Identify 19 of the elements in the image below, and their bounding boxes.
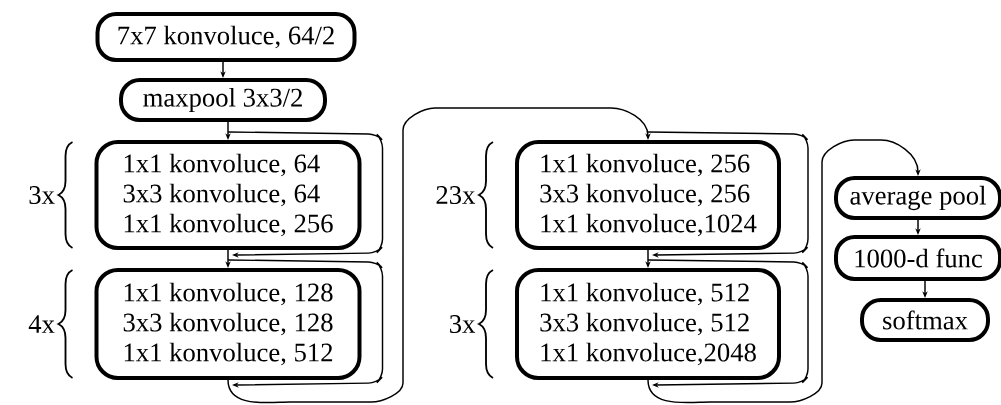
process-box: softmax [860, 298, 990, 342]
process-box: average pool [834, 176, 1001, 220]
process-box: 1x1 konvoluce, 256 3x3 konvoluce, 256 1x1 konvoluce,1024 [515, 140, 781, 250]
repeat-label: 3x [29, 186, 55, 204]
process-box: 7x7 konvoluce, 64/2 [95, 12, 357, 62]
arrow [647, 131, 809, 258]
process-box: maxpool 3x3/2 [119, 78, 327, 122]
arrow [227, 107, 651, 404]
repeat-label: 3x [450, 315, 476, 333]
repeat-label: 4x [28, 315, 55, 333]
repeat-label: 23x [436, 186, 476, 204]
process-box: 1x1 konvoluce, 64 3x3 konvoluce, 64 1x1 konvoluce, 256 [94, 140, 362, 250]
process-box: 1x1 konvoluce, 128 3x3 konvoluce, 128 1x1 konvoluce, 512 [94, 268, 362, 380]
process-box: 1000-d func [834, 235, 1001, 281]
process-box: 1x1 konvoluce, 512 3x3 konvoluce, 512 1x1 konvoluce,2048 [515, 268, 781, 380]
arrow [227, 259, 384, 388]
arrow [647, 139, 921, 404]
arrow [227, 131, 384, 258]
arrow [647, 259, 809, 388]
